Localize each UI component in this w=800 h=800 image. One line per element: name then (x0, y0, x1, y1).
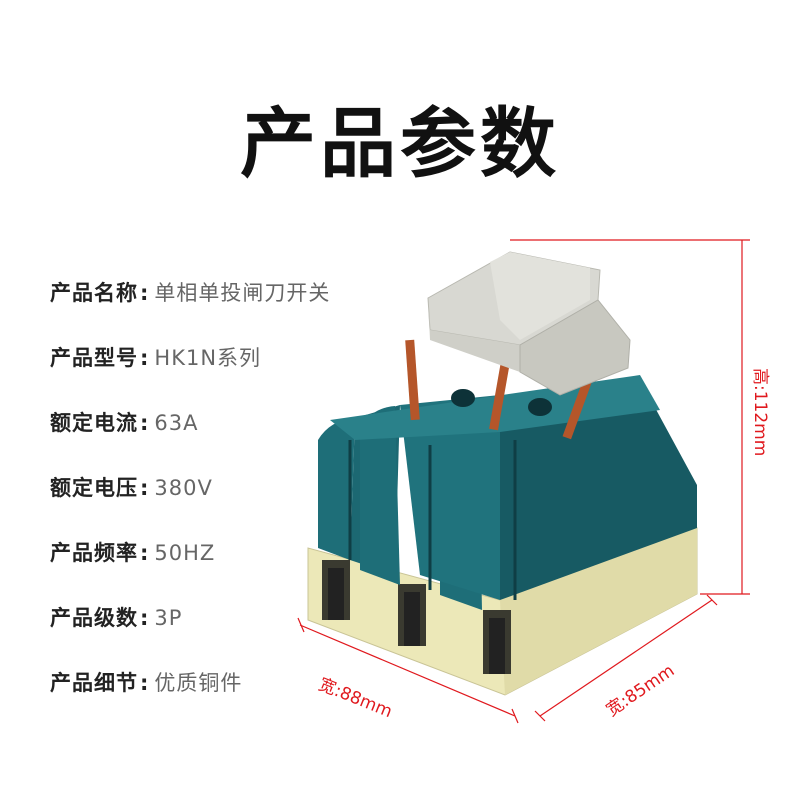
spec-separator: : (140, 411, 149, 435)
terminal-slot-inner (328, 568, 344, 620)
spec-value: 50HZ (154, 541, 216, 565)
spec-label: 产品名称 (50, 281, 138, 305)
spec-label: 产品级数 (50, 606, 138, 630)
spec-value: HK1N系列 (154, 346, 262, 370)
switch-cover-front (400, 395, 500, 600)
spec-separator: : (140, 346, 149, 370)
terminal-slot-inner (489, 618, 505, 674)
spec-row-frequency: 产品频率:50HZ (50, 538, 215, 568)
spec-label: 额定电流 (50, 411, 138, 435)
spec-row-voltage: 额定电压:380V (50, 473, 213, 503)
spec-row-details: 产品细节:优质铜件 (50, 668, 242, 698)
height-dimension-label: 高:112mm (750, 368, 770, 457)
handle-side (519, 299, 631, 396)
switch-cover-side (500, 380, 697, 600)
switch-cover-section (360, 406, 400, 585)
spec-separator: : (140, 281, 149, 305)
handle-grip (490, 252, 590, 340)
spec-row-model: 产品型号:HK1N系列 (50, 343, 261, 373)
spec-value: 单相单投闸刀开关 (154, 281, 331, 305)
spec-label: 额定电压 (50, 476, 138, 500)
spec-value: 63A (154, 411, 199, 435)
page-title: 产品参数 (240, 99, 560, 188)
spec-separator: : (140, 476, 149, 500)
spec-row-name: 产品名称:单相单投闸刀开关 (50, 278, 330, 308)
spec-separator: : (140, 541, 149, 565)
handle-front (428, 298, 520, 372)
screw-hole (528, 398, 552, 416)
depth-dimension-line (539, 599, 713, 717)
spec-separator: : (140, 606, 149, 630)
spec-value: 380V (154, 476, 213, 500)
terminal-slot-inner (404, 592, 420, 646)
copper-blade (489, 349, 512, 431)
spec-label: 产品细节 (50, 671, 138, 695)
spec-value: 3P (154, 606, 183, 630)
dimension-lines (297, 239, 750, 724)
spec-label: 产品型号 (50, 346, 138, 370)
switch-cover-section (318, 418, 355, 560)
depth-tick-right (706, 594, 718, 606)
width-dimension-line (299, 624, 516, 717)
spec-label: 产品频率 (50, 541, 138, 565)
spec-row-current: 额定电流:63A (50, 408, 199, 438)
knife-switch-illustration (307, 251, 698, 696)
spec-row-poles: 产品级数:3P (50, 603, 182, 633)
spec-value: 优质铜件 (154, 671, 243, 695)
switch-base-side (500, 528, 697, 695)
width-tick-left (297, 617, 305, 633)
depth-tick-left (534, 710, 546, 722)
copper-blade (405, 339, 420, 421)
spec-separator: : (140, 671, 149, 695)
screw-hole (451, 389, 475, 407)
width-tick-right (511, 708, 519, 724)
